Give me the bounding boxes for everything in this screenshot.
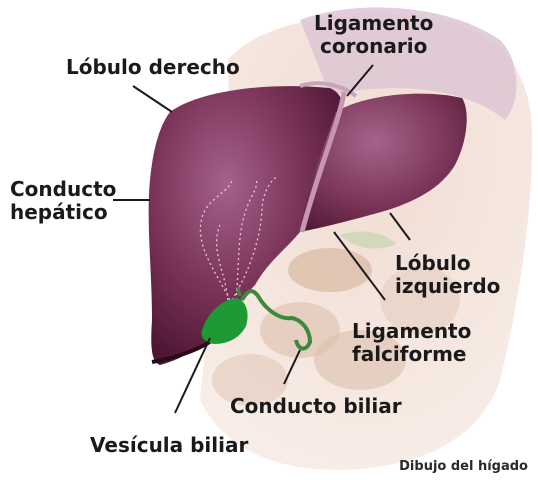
label-conducto-biliar: Conducto biliar — [230, 394, 402, 418]
label-ligamento-coronario-line2: coronario — [319, 34, 428, 58]
label-lobulo-izquierdo-line1: Lóbulo — [395, 251, 471, 275]
falciform-ligament — [299, 91, 347, 233]
label-ligamento-coronario-line1: Ligamento — [314, 11, 434, 35]
caption: Dibujo del hígado — [399, 459, 528, 474]
label-conducto-hepatico: Conducto hepático — [10, 178, 116, 224]
label-lobulo-izquierdo-line2: izquierdo — [395, 274, 501, 298]
bile-duct — [240, 289, 313, 351]
label-vesicula-biliar: Vesícula biliar — [90, 433, 249, 457]
label-conducto-hepatico-line2: hepático — [10, 200, 108, 224]
label-lobulo-izquierdo: Lóbulo izquierdo — [395, 252, 500, 298]
hepatic-duct-paths — [199, 175, 279, 301]
label-ligamento-falciforme-line1: Ligamento — [352, 319, 472, 343]
coronary-ligament — [299, 81, 358, 98]
label-ligamento-falciforme-line2: falciforme — [352, 342, 467, 366]
label-lobulo-derecho: Lóbulo derecho — [66, 55, 240, 79]
liver — [148, 81, 467, 366]
right-lobe — [148, 86, 343, 366]
gallbladder — [201, 298, 248, 344]
left-lobe — [300, 93, 467, 232]
label-conducto-hepatico-line1: Conducto — [10, 177, 117, 201]
label-ligamento-falciforme: Ligamento falciforme — [352, 320, 471, 366]
leader-lines — [113, 64, 411, 414]
label-ligamento-coronario: Ligamento coronario — [314, 12, 433, 58]
